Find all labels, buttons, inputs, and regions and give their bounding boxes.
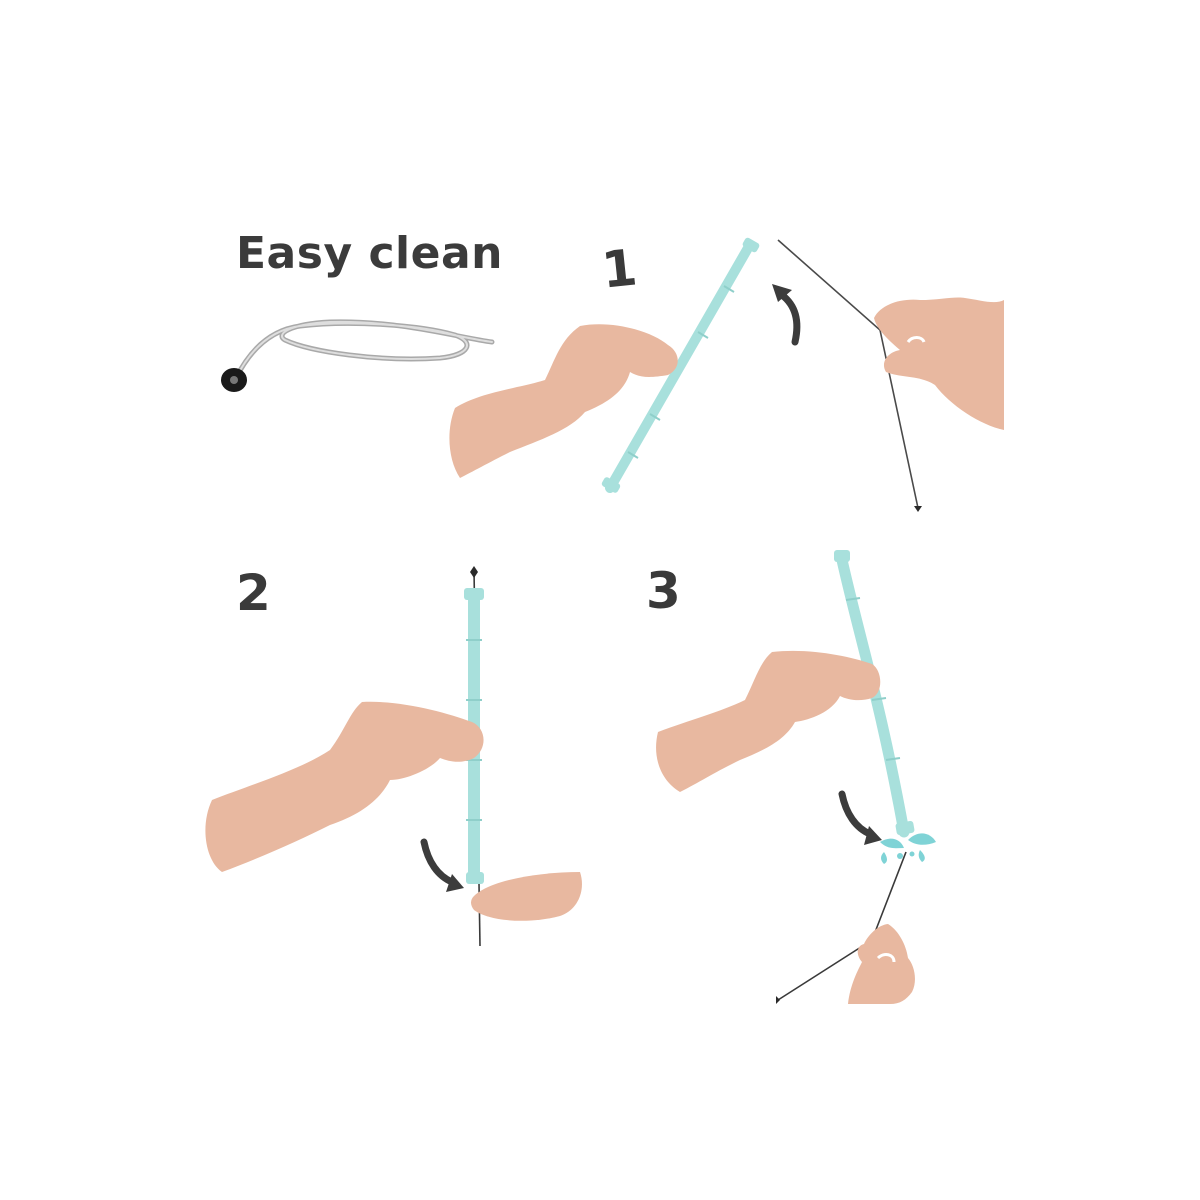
step-3-illustration [656, 550, 936, 1004]
spring-cleaner-icon [221, 319, 495, 392]
hand-arm [656, 650, 881, 792]
hand-arm [205, 701, 484, 872]
drain-plug [471, 872, 582, 921]
splash-icon [880, 833, 936, 864]
step-number-2: 2 [236, 564, 271, 622]
curved-arrow-icon [838, 790, 882, 845]
page-title: Easy clean [236, 228, 503, 279]
hand [874, 297, 1004, 430]
step-number-3: 3 [646, 562, 681, 620]
step-1-illustration [449, 237, 1004, 512]
curved-arrow-icon [420, 838, 464, 892]
step-2-illustration [205, 566, 582, 947]
hand [848, 924, 915, 1004]
hand-arm [449, 324, 678, 478]
wire [777, 239, 919, 509]
curved-arrow-icon [772, 284, 801, 346]
cleaner-tool [601, 237, 760, 493]
